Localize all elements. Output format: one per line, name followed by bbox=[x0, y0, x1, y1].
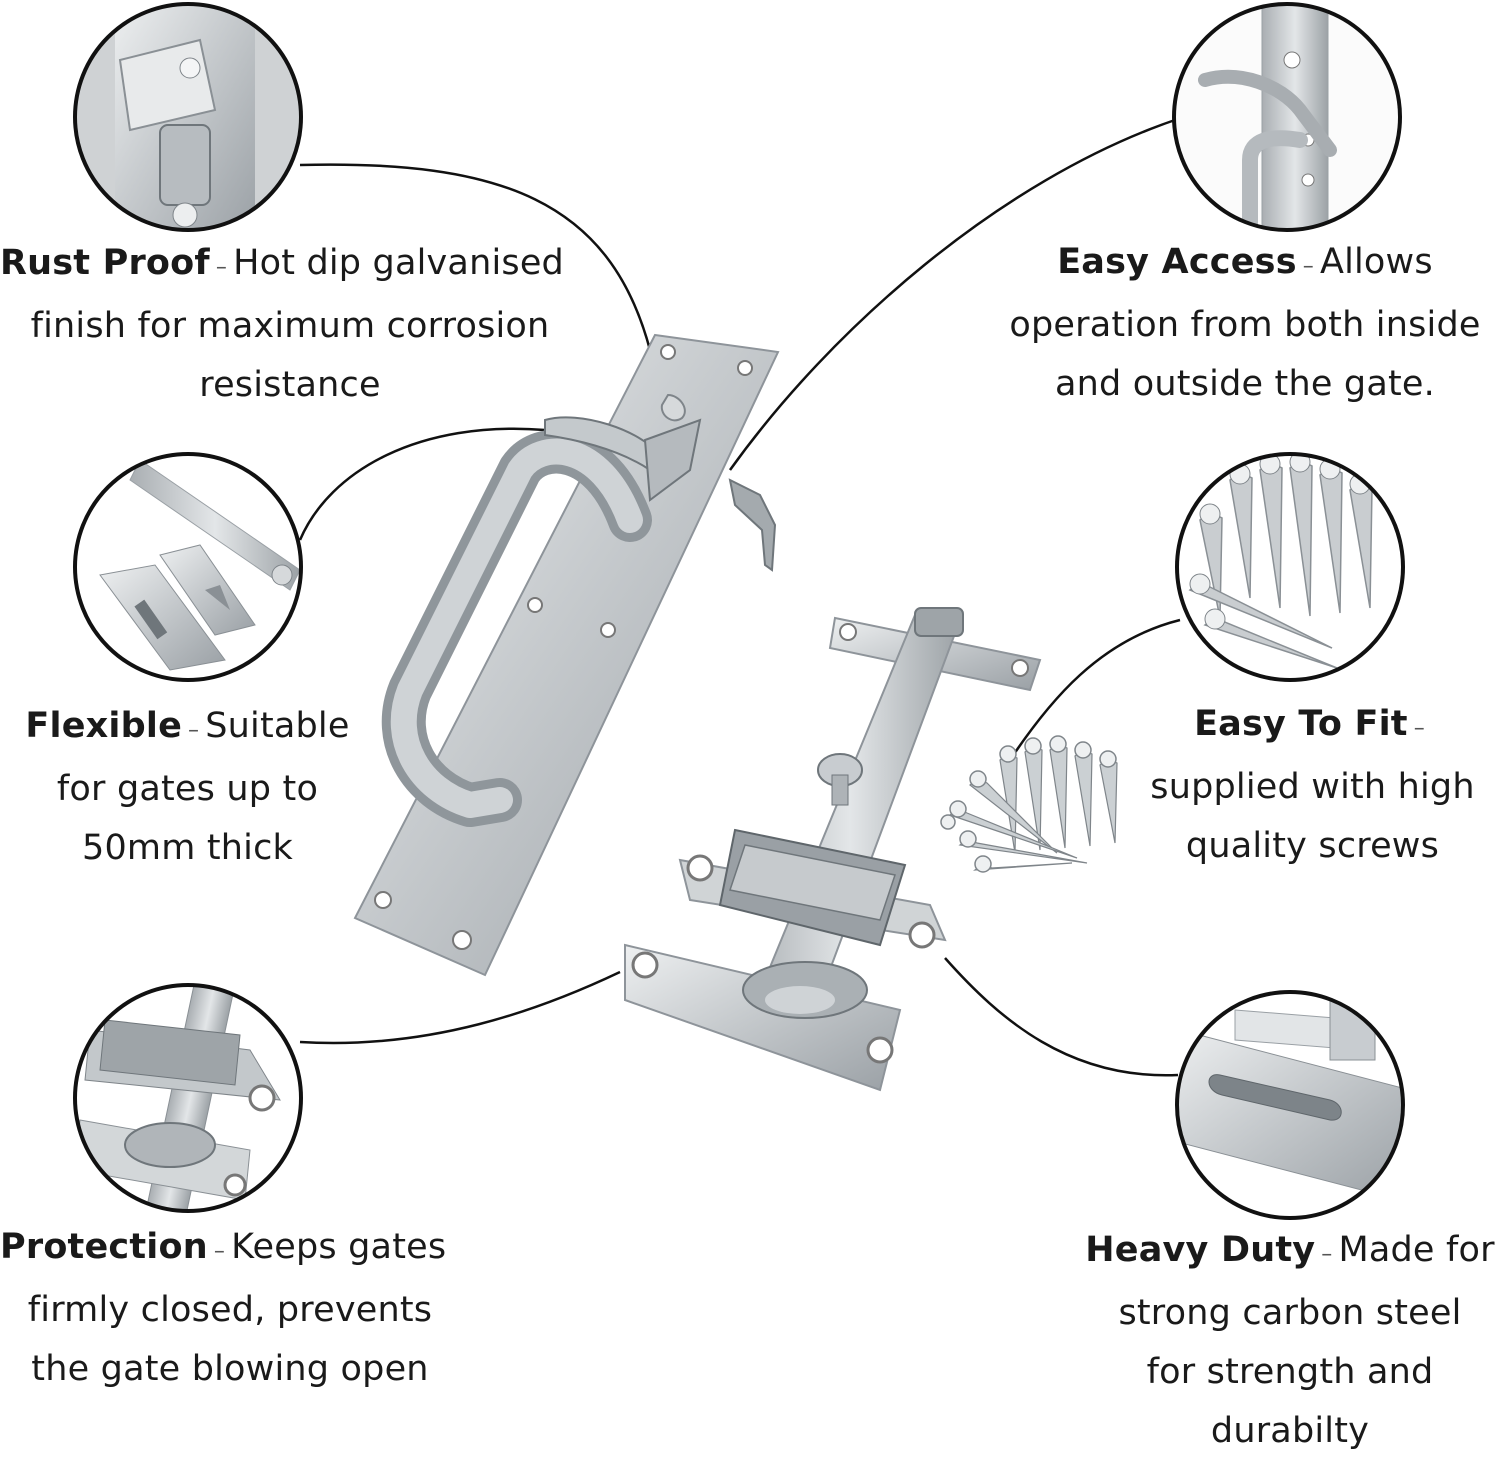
feature-text: Suitable bbox=[205, 706, 350, 746]
bolt-latch-bar bbox=[624, 607, 1042, 1092]
feature-title: Flexible bbox=[25, 706, 183, 746]
feature-text: Made for bbox=[1338, 1230, 1495, 1270]
bolt-keeper-closeup-icon bbox=[73, 983, 303, 1213]
dash: – bbox=[1302, 254, 1314, 279]
feature-heavy-duty: Heavy Duty–Made for strong carbon steel … bbox=[1080, 1221, 1500, 1461]
feature-text: Keeps gates bbox=[231, 1227, 447, 1267]
loose-screws bbox=[940, 735, 1118, 873]
feature-text: supplied with high bbox=[1150, 767, 1475, 807]
feature-text: strong carbon steel bbox=[1118, 1293, 1462, 1333]
feature-rust-proof: Rust Proof–Hot dip galvanised finish for… bbox=[0, 234, 580, 415]
connector-lines bbox=[298, 118, 1181, 1077]
feature-title: Easy To Fit bbox=[1194, 704, 1408, 744]
feature-text: Allows bbox=[1319, 242, 1433, 282]
feature-text: the gate blowing open bbox=[31, 1349, 429, 1389]
dash: – bbox=[213, 1239, 226, 1264]
pull-handle-plate bbox=[353, 333, 780, 977]
feature-text: operation from both inside bbox=[1009, 305, 1481, 345]
dash: – bbox=[215, 255, 228, 280]
feature-text: durabilty bbox=[1210, 1411, 1370, 1451]
feature-easy-to-fit: Easy To Fit– supplied with high quality … bbox=[1130, 695, 1495, 876]
dash: – bbox=[188, 718, 200, 743]
feature-title: Heavy Duty bbox=[1085, 1230, 1316, 1270]
dash: – bbox=[1413, 716, 1425, 741]
feature-text: quality screws bbox=[1185, 826, 1440, 866]
feature-title: Easy Access bbox=[1057, 242, 1297, 282]
feature-text: for strength and bbox=[1146, 1352, 1434, 1392]
gate-latch-set-icon bbox=[353, 333, 1118, 1092]
feature-text: finish for maximum corrosion bbox=[30, 306, 550, 346]
feature-text: resistance bbox=[199, 365, 381, 405]
feature-text: firmly closed, prevents bbox=[27, 1290, 433, 1330]
feature-text: for gates up to bbox=[56, 769, 319, 809]
slotted-plate-closeup-icon bbox=[1175, 990, 1405, 1220]
feature-text: and outside the gate. bbox=[1055, 364, 1435, 404]
feature-title: Protection bbox=[0, 1227, 208, 1267]
feature-title: Rust Proof bbox=[0, 243, 210, 283]
feature-text: Hot dip galvanised bbox=[233, 243, 564, 283]
screws-closeup-icon bbox=[1175, 452, 1405, 682]
feature-protection: Protection–Keeps gates firmly closed, pr… bbox=[0, 1218, 460, 1399]
keep-plates-icon bbox=[73, 452, 303, 682]
dash: – bbox=[1321, 1242, 1333, 1267]
feature-flexible: Flexible–Suitable for gates up to 50mm t… bbox=[10, 697, 365, 878]
thumb-lever-closeup-icon bbox=[1172, 2, 1402, 232]
feature-text: 50mm thick bbox=[82, 828, 293, 868]
latch-closeup-icon bbox=[73, 2, 303, 232]
feature-easy-access: Easy Access–Allows operation from both i… bbox=[990, 233, 1500, 414]
